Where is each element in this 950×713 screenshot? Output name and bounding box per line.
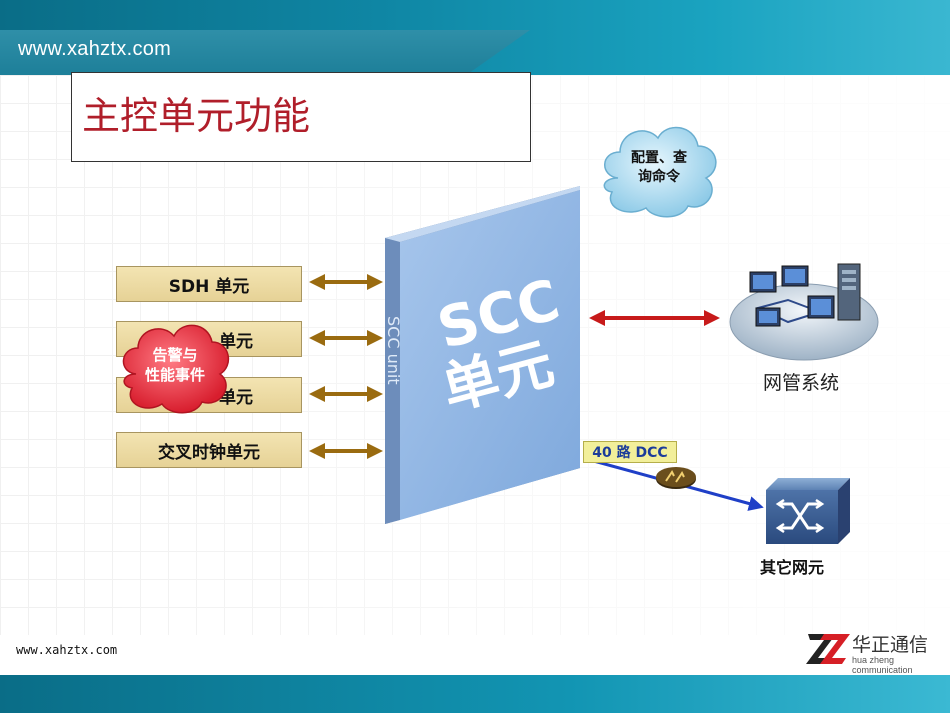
scc-side-label: SCC unit — [384, 316, 403, 385]
scc-panel: SCC 单元 SCC unit — [384, 186, 580, 524]
brand-name-cn: 华正通信 — [852, 634, 929, 656]
alarm-cloud: 告警与性能事件 — [116, 314, 234, 416]
brand-logo-icon — [806, 634, 850, 664]
router-icon — [656, 467, 696, 489]
unit-label: SDH 单元 — [168, 276, 250, 297]
unit-label: 交叉时钟单元 — [158, 442, 260, 463]
config-cloud: 配置、查询命令 — [596, 116, 722, 220]
dcc-badge: 40 路 DCC — [583, 441, 677, 463]
slide-title: 主控单元功能 — [82, 94, 311, 138]
unit-label: 单元 — [219, 331, 253, 352]
unit-label: 单元 — [219, 387, 253, 408]
network-element-switch-icon — [766, 478, 850, 544]
top-banner — [0, 0, 950, 75]
alarm-cloud-line1: 告警与 — [152, 345, 198, 364]
config-cloud-line2: 询命令 — [638, 169, 680, 185]
alarm-cloud-line2: 性能事件 — [144, 366, 205, 384]
footer-site-url: www.xahztx.com — [16, 643, 118, 657]
nms-label: 网管系统 — [763, 372, 840, 394]
config-cloud-shape — [603, 126, 717, 218]
title-box: 主控单元功能 — [71, 72, 531, 162]
header-site-url: www.xahztx.com — [18, 38, 172, 60]
unit-box-cross-clock: 交叉时钟单元 — [116, 432, 302, 468]
unit-box-sdh: SDH 单元 — [116, 266, 302, 302]
alarm-cloud-shape — [122, 324, 230, 414]
brand-name-en: hua zheng communication — [852, 655, 913, 675]
nms-network-icon — [729, 263, 879, 361]
bottom-bar — [0, 675, 950, 713]
config-cloud-line1: 配置、查 — [631, 150, 687, 167]
other-ne-label: 其它网元 — [760, 558, 825, 577]
banner-swoosh — [0, 30, 530, 75]
